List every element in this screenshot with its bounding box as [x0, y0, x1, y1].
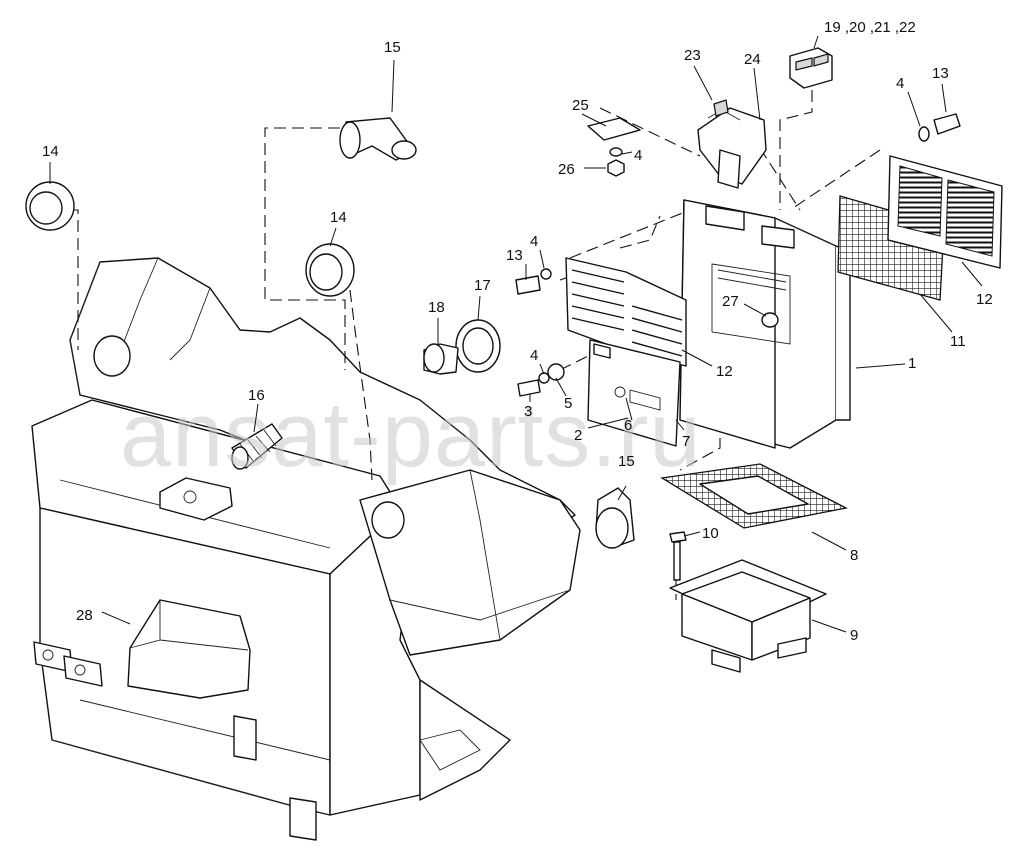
mounting-plate-2: [587, 339, 681, 447]
grommet-14-middle: [305, 243, 355, 297]
callout-19-22: 19 ,20 ,21 ,22: [824, 19, 916, 36]
louver-12-front: [565, 257, 687, 367]
assembly-dash-lines: [70, 90, 881, 600]
bolt-13-left: [515, 268, 552, 295]
callout-14-b: 14: [330, 209, 347, 226]
callout-4-d: 4: [634, 147, 642, 164]
callout-12-b: 12: [716, 363, 733, 380]
control-lever-23: [697, 99, 767, 189]
bolt-10: [669, 531, 687, 581]
bolt-13-right: [918, 113, 961, 142]
seal-frame-8: [660, 463, 848, 529]
grille-12-right: [887, 155, 1003, 269]
callout-leaders: [49, 35, 983, 633]
callout-18: 18: [428, 299, 445, 316]
duct-box-9: [669, 559, 827, 673]
callout-13-a: 13: [506, 247, 523, 264]
callout-11: 11: [950, 333, 966, 350]
callout-28: 28: [76, 607, 93, 624]
callout-labels: 1 2 3 4 4 4 4 5 6 7 8 9 10 11 12 12 13 1…: [42, 19, 993, 644]
elbow-15-top: [339, 117, 417, 161]
heater-housing-1: [679, 199, 851, 449]
callout-9: 9: [850, 627, 858, 644]
callout-6: 6: [624, 417, 632, 434]
callout-16: 16: [248, 387, 265, 404]
grommet-14-left: [25, 181, 75, 231]
elbow-15-bottom: [595, 487, 635, 549]
callout-26: 26: [558, 161, 575, 178]
callout-5: 5: [564, 395, 572, 412]
callout-8: 8: [850, 547, 858, 564]
callout-17: 17: [474, 277, 491, 294]
callout-15-b: 15: [618, 453, 635, 470]
dash-panel-assembly: [31, 257, 581, 841]
callout-7: 7: [682, 433, 690, 450]
callout-1: 1: [908, 355, 916, 372]
switch-block-19-22: [789, 47, 833, 89]
nut-washer-26-4: [607, 147, 625, 177]
callout-15-a: 15: [384, 39, 401, 56]
callout-25: 25: [572, 97, 589, 114]
callout-12-a: 12: [976, 291, 993, 308]
callout-3: 3: [524, 403, 532, 420]
callout-23: 23: [684, 47, 701, 64]
callout-4-a: 4: [530, 347, 538, 364]
bolt-3-washers: [517, 363, 565, 397]
callout-14-a: 14: [42, 143, 59, 160]
callout-24: 24: [744, 51, 761, 68]
rings-17-18: [423, 319, 501, 375]
flex-hose-16: [231, 423, 283, 470]
callout-4-b: 4: [530, 233, 538, 250]
callout-10: 10: [702, 525, 719, 542]
watermark: ansat-parts.ru: [120, 384, 702, 486]
callout-27: 27: [722, 293, 739, 310]
callout-2: 2: [574, 427, 582, 444]
callout-4-c: 4: [896, 75, 904, 92]
callout-13-b: 13: [932, 65, 949, 82]
